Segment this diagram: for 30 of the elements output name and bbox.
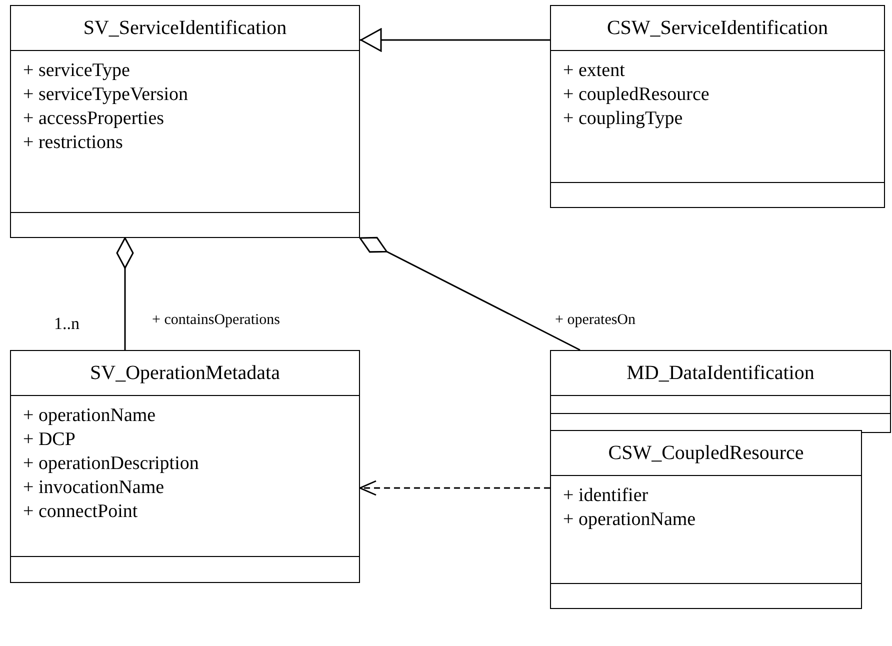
class-box [10,350,360,583]
class-name: MD_DataIdentification [626,362,814,384]
class-attribute: + serviceType [23,59,130,83]
class-attribute: + restrictions [23,131,123,155]
class-attribute: + identifier [563,484,648,508]
aggregation-line [116,237,134,350]
class-name: SV_OperationMetadata [90,362,280,384]
class-name: SV_ServiceIdentification [83,16,287,40]
class-attribute: + accessProperties [23,107,164,131]
edge-label: + operatesOn [553,312,638,329]
class-attribute: + DCP [23,428,76,452]
class-attribute: + invocationName [23,476,164,500]
class-attribute: + operationName [23,404,156,428]
class-name: CSW_CoupledResource [608,442,804,464]
class-box [10,5,360,238]
class-name: CSW_ServiceIdentification [606,16,828,40]
class-attribute: + connectPoint [23,500,138,524]
aggregation-line [359,236,580,351]
dependency-arrow [359,480,550,496]
class-attribute: + serviceTypeVersion [23,83,188,107]
class-attribute: + coupledResource [563,83,710,107]
edge-label: + containsOperations [150,312,282,329]
class-attribute: + operationDescription [23,452,199,476]
class-box [550,350,891,433]
class-box [550,430,862,609]
class-box [550,5,885,208]
class-attribute: + operationName [563,508,696,532]
class-attribute: + extent [563,59,625,83]
generalization-arrow [360,28,550,52]
class-attribute: + couplingType [563,107,683,131]
